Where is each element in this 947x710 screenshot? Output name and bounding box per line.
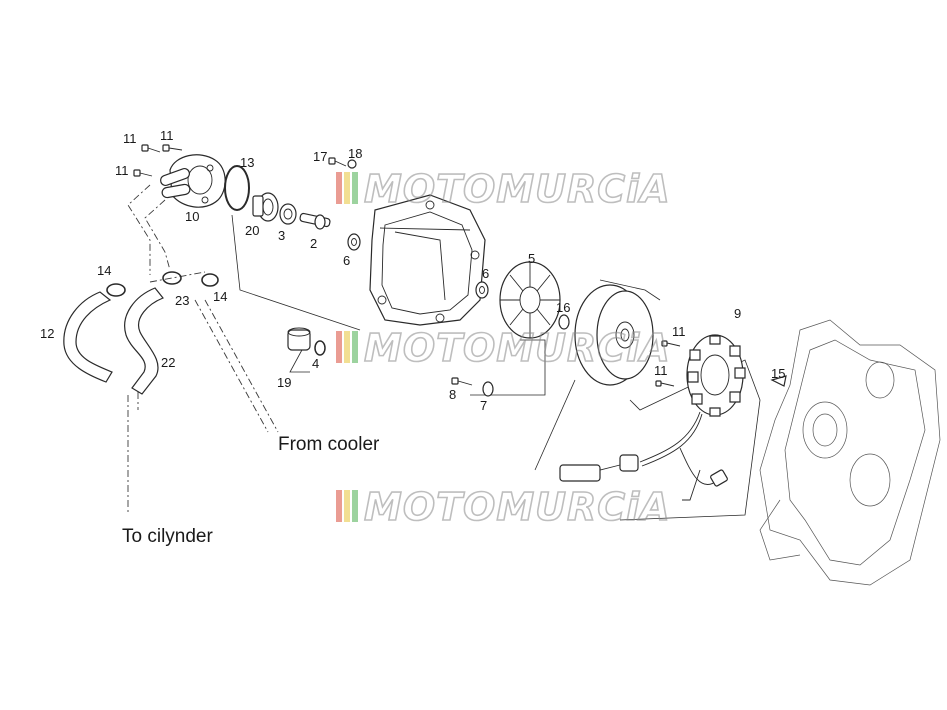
callout-14: 14 bbox=[213, 289, 227, 304]
shaft-2 bbox=[299, 212, 331, 230]
washer-6-right bbox=[475, 281, 489, 299]
callout-16: 16 bbox=[556, 300, 570, 315]
leader-lines bbox=[231, 214, 761, 521]
flywheel bbox=[574, 284, 654, 386]
hose-clamp-14-left bbox=[106, 283, 126, 297]
washer-18 bbox=[347, 159, 357, 169]
callout-20: 20 bbox=[245, 223, 259, 238]
crankcase-cover bbox=[369, 194, 486, 326]
seal-20 bbox=[252, 192, 279, 222]
caption-from-cooler: From cooler bbox=[278, 434, 380, 455]
bolt-11-left bbox=[133, 169, 153, 177]
cooling-fan-5 bbox=[499, 261, 561, 339]
callout-19: 19 bbox=[277, 375, 291, 390]
stator-9 bbox=[686, 334, 746, 417]
pin-15 bbox=[770, 375, 787, 387]
watermark-text: MOTOMURCiA bbox=[364, 326, 671, 370]
bolt-8 bbox=[451, 377, 473, 386]
callout-7: 7 bbox=[480, 398, 487, 413]
bolt-11-stator-bottom bbox=[655, 380, 675, 387]
engine-crankcase-outline bbox=[759, 319, 941, 586]
callout-3: 3 bbox=[278, 228, 285, 243]
plug-19 bbox=[287, 327, 311, 351]
o-ring-4 bbox=[314, 340, 326, 356]
callout-5: 5 bbox=[528, 251, 535, 266]
hose-clamp-23 bbox=[162, 271, 182, 285]
callout-11: 11 bbox=[123, 131, 137, 146]
washer-7 bbox=[482, 381, 494, 397]
bolt-11-top-left bbox=[141, 144, 161, 153]
callout-9: 9 bbox=[734, 306, 741, 321]
screw-17 bbox=[328, 157, 347, 167]
callout-22: 22 bbox=[161, 355, 175, 370]
bolt-11-top-right bbox=[162, 144, 183, 152]
callout-23: 23 bbox=[175, 293, 189, 308]
o-ring-13 bbox=[224, 165, 250, 211]
hose-22 bbox=[124, 287, 164, 395]
callout-11: 11 bbox=[672, 324, 686, 339]
callout-11: 11 bbox=[654, 363, 668, 378]
callout-4: 4 bbox=[312, 356, 319, 371]
callout-17: 17 bbox=[313, 149, 327, 164]
hose-routing-lines bbox=[127, 184, 279, 515]
hose-12 bbox=[63, 291, 113, 383]
stator-wiring-harness bbox=[559, 411, 728, 501]
callout-11: 11 bbox=[160, 128, 174, 143]
bearing-3 bbox=[279, 203, 297, 225]
callout-14: 14 bbox=[97, 263, 111, 278]
callout-10: 10 bbox=[185, 209, 199, 224]
watermark-text: MOTOMURCiA bbox=[364, 167, 671, 211]
callout-8: 8 bbox=[449, 387, 456, 402]
callout-13: 13 bbox=[240, 155, 254, 170]
callout-6: 6 bbox=[482, 266, 489, 281]
callout-labels: 11 11 11 10 13 17 18 20 3 2 6 6 5 16 9 1… bbox=[40, 128, 785, 413]
callout-2: 2 bbox=[310, 236, 317, 251]
callout-18: 18 bbox=[348, 146, 362, 161]
water-pump-cover-10 bbox=[160, 154, 226, 208]
callout-11: 11 bbox=[115, 163, 129, 178]
watermark-logo-top: MOTOMURCiA bbox=[336, 166, 671, 212]
watermark-text: MOTOMURCiA bbox=[364, 485, 671, 529]
bolt-11-stator-top bbox=[661, 340, 681, 347]
watermark-logo-middle: MOTOMURCiA bbox=[336, 325, 671, 371]
washer-6-left bbox=[347, 233, 361, 251]
watermark-logo-bottom: MOTOMURCiA bbox=[336, 484, 671, 530]
nut-16 bbox=[558, 314, 570, 330]
hose-clamp-14-right bbox=[201, 273, 219, 287]
callout-15: 15 bbox=[771, 366, 785, 381]
callout-12: 12 bbox=[40, 326, 54, 341]
callout-6: 6 bbox=[343, 253, 350, 268]
caption-to-cylinder: To cilynder bbox=[122, 526, 213, 547]
